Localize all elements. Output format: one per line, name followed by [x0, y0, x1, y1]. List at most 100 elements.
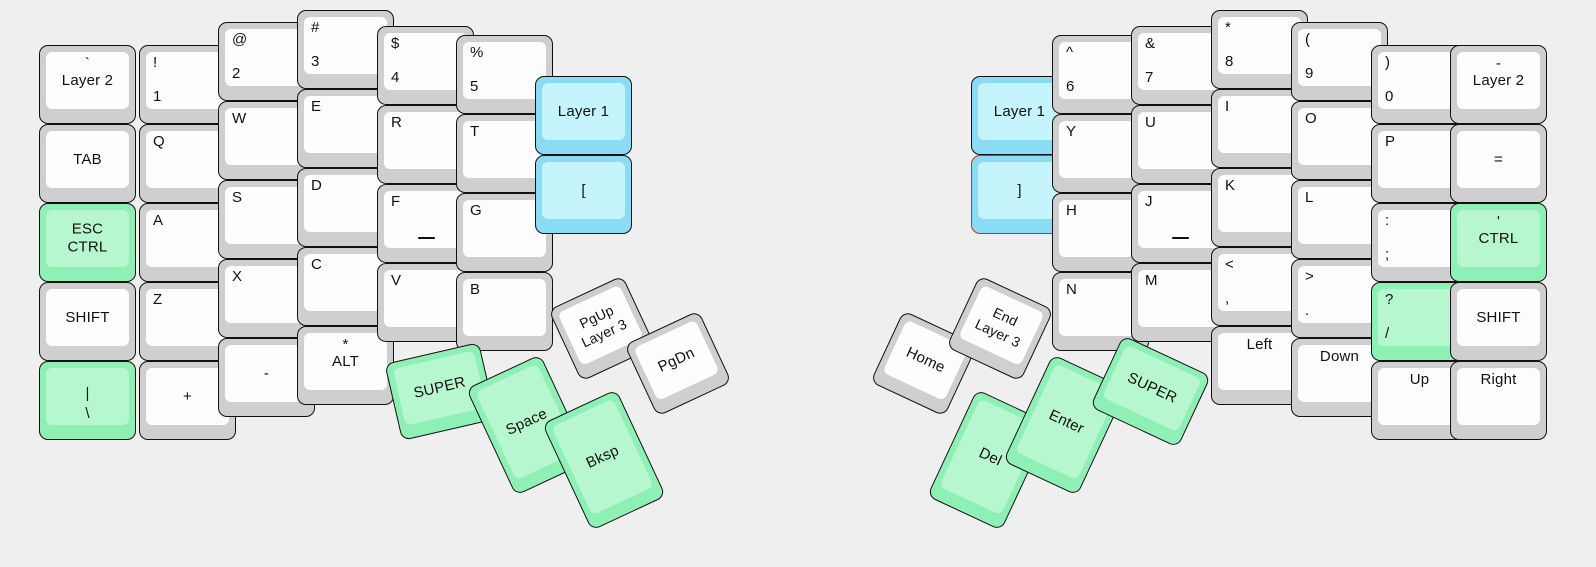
key-tab[interactable]: TAB	[39, 124, 136, 203]
key-equals[interactable]: =	[1450, 124, 1547, 203]
key-legend: Layer 1	[993, 102, 1046, 120]
key-cap: 'CTRL	[1457, 210, 1540, 267]
key-cap: SHIFT	[46, 289, 129, 346]
key-minus-layer2[interactable]: -Layer 2	[1450, 45, 1547, 124]
key-cap: O	[1298, 108, 1381, 165]
key-legend: 9	[1305, 65, 1314, 83]
key-cap: Up	[1378, 368, 1461, 425]
key-left-bracket[interactable]: [	[535, 155, 632, 234]
key-legend: Y	[1066, 123, 1077, 140]
key-legend: S	[232, 189, 243, 206]
key-legend: Right	[1480, 371, 1517, 388]
key-legend: 5	[470, 78, 479, 96]
key-legend: F	[391, 193, 401, 210]
key-legend: B	[470, 281, 481, 298]
key-legend: SUPER	[1124, 369, 1180, 407]
key-cap: G	[463, 200, 546, 257]
key-cap: !1	[146, 52, 229, 109]
key-legend: C	[311, 256, 323, 273]
key-cap: -	[225, 345, 308, 402]
key-legend: .	[1305, 302, 1310, 320]
key-legend: ;	[1385, 246, 1390, 264]
key-legend: T	[470, 123, 480, 140]
key-legend: Z	[153, 291, 163, 308]
key-legend: )	[1385, 54, 1391, 71]
key-legend: W	[232, 110, 247, 127]
key-legend: ^	[1066, 44, 1074, 61]
key-cap: %5	[463, 42, 546, 99]
key-legend: %	[470, 44, 484, 61]
key-legend: E	[311, 98, 322, 115]
key-legend: TAB	[73, 150, 102, 168]
key-cap: Left	[1218, 333, 1301, 390]
key-legend: \	[85, 405, 90, 422]
key-legend: L	[1305, 189, 1314, 206]
key-legend: I	[1225, 98, 1230, 115]
key-cap: *ALT	[304, 333, 387, 390]
key-legend: 1	[153, 88, 162, 106]
key-cap: V	[384, 270, 467, 327]
key-cap: P	[1378, 131, 1461, 188]
key-cap: R	[384, 112, 467, 169]
key-cap: D	[304, 175, 387, 232]
key-right-bracket[interactable]: ]	[971, 155, 1068, 234]
key-legend: Bksp	[583, 441, 622, 472]
key-shift-right[interactable]: SHIFT	[1450, 282, 1547, 361]
key-legend: U	[1145, 114, 1157, 131]
key-legend: *	[342, 336, 349, 353]
key-cap: Y	[1059, 121, 1142, 178]
key-legend: J	[1145, 193, 1153, 210]
key-cap: $4	[384, 33, 467, 90]
key-legend: Q	[153, 133, 165, 150]
key-super-right[interactable]: SUPER	[1089, 335, 1212, 448]
key-layer1-right[interactable]: Layer 1	[971, 76, 1068, 155]
key-cap: @2	[225, 29, 308, 86]
key-legend: (	[1305, 31, 1311, 48]
key-cap: SUPER	[1102, 344, 1202, 433]
key-k[interactable]: K	[1211, 168, 1308, 247]
key-cap: W	[225, 108, 308, 165]
key-r[interactable]: R	[377, 105, 474, 184]
key-cap: F	[384, 191, 467, 248]
key-cap: Q	[146, 131, 229, 188]
key-b[interactable]: B	[456, 272, 553, 351]
key-cap: Layer 1	[978, 83, 1061, 140]
key-cap: +	[146, 368, 229, 425]
key-legend: Layer 2	[1472, 71, 1525, 89]
key-legend: Left	[1246, 336, 1273, 353]
key-cap: *8	[1218, 17, 1301, 74]
key-legend: !	[153, 54, 158, 71]
key-quote-ctrl[interactable]: 'CTRL	[1450, 203, 1547, 282]
key-right-arrow[interactable]: Right	[1450, 361, 1547, 440]
key-legend: PgDn	[655, 344, 698, 376]
key-legend: G	[470, 202, 482, 219]
key-legend: `	[84, 55, 91, 72]
key-layer1-left[interactable]: Layer 1	[535, 76, 632, 155]
key-legend: 7	[1145, 69, 1154, 87]
key-cap: T	[463, 121, 546, 178]
key-legend: >	[1305, 268, 1314, 285]
key-legend: &	[1145, 35, 1156, 52]
key-legend: ,	[1225, 290, 1230, 308]
key-legend: +	[183, 387, 192, 405]
key-cap: Down	[1298, 345, 1381, 402]
key-legend: Down	[1319, 348, 1360, 365]
key-cap: ]	[978, 162, 1061, 219]
key-cap: Layer 1	[542, 83, 625, 140]
key-cap: A	[146, 210, 229, 267]
key-cap: J	[1138, 191, 1221, 248]
key-grave-layer2[interactable]: `Layer 2	[39, 45, 136, 124]
key-legend: :	[1385, 212, 1390, 229]
key-shift-left[interactable]: SHIFT	[39, 282, 136, 361]
key-pipe-backslash[interactable]: |\	[39, 361, 136, 440]
key-legend: X	[232, 268, 243, 285]
key-cap: N	[1059, 279, 1142, 336]
key-cap: [	[542, 162, 625, 219]
key-legend: Layer 2	[61, 71, 114, 89]
key-alt[interactable]: *ALT	[297, 326, 394, 405]
key-legend: *	[1225, 19, 1232, 36]
